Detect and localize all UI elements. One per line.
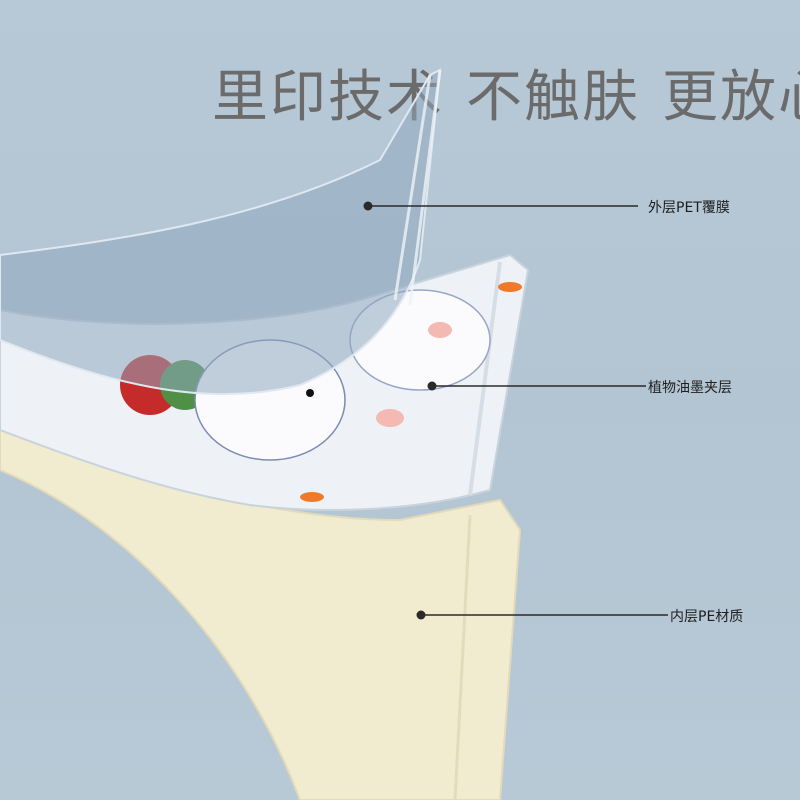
pet-film [0,68,442,396]
bear-cheek [376,409,404,427]
callout-dot-2 [427,381,437,391]
bear-eye [306,389,314,397]
headline-part-3: 更放心 [662,65,800,130]
bear-cheek-2 [428,322,452,338]
callout-dot-3 [416,610,426,620]
callout-label-pe: 内层PE材质 [670,609,744,625]
headline-part-2: 不触肤 [466,65,640,130]
callout-label-ink: 植物油墨夹层 [648,380,732,396]
carrot-print [300,492,324,502]
pet-film-edge [393,69,442,306]
carrot-print-2 [498,282,522,292]
ink-layer-edge [468,261,502,496]
headline: 里印技术不触肤更放心 [212,52,800,133]
inner-pe-edge [453,514,472,800]
callout-label-pet: 外层PET覆膜 [648,200,730,216]
callout-dot-1 [363,201,373,211]
